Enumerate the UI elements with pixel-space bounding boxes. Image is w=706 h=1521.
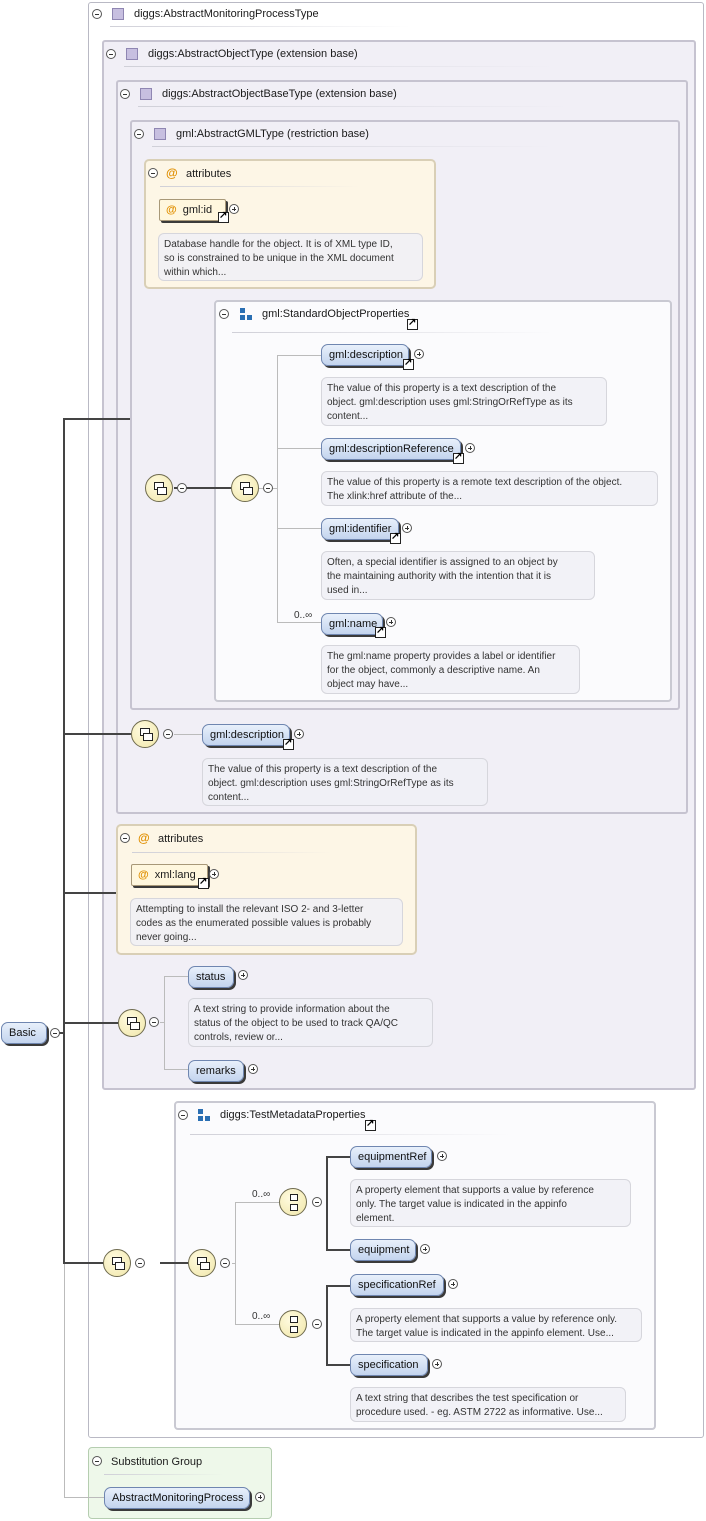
expand-icon[interactable] [386, 617, 396, 627]
root-element-basic[interactable]: Basic [1, 1022, 47, 1044]
gml-name-doc: The gml:name property provides a label o… [321, 645, 580, 694]
gml-description-doc: The value of this property is a text des… [321, 377, 607, 426]
attribute-icon: @ [166, 166, 178, 180]
sequence-compositor[interactable] [103, 1249, 131, 1277]
reference-arrow-icon[interactable] [283, 737, 294, 750]
sequence-compositor[interactable] [145, 474, 173, 502]
sequence-compositor[interactable] [131, 720, 159, 748]
expand-icon[interactable] [294, 729, 304, 739]
complex-type-icon [112, 8, 124, 20]
gml-type-title: gml:AbstractGMLType (restriction base) [176, 128, 369, 140]
group-icon [240, 308, 252, 320]
reference-arrow-icon[interactable] [375, 625, 386, 638]
collapse-choice-toggle[interactable] [312, 1197, 322, 1207]
collapse-group-toggle[interactable] [178, 1110, 188, 1120]
expand-icon[interactable] [229, 204, 239, 214]
expand-icon[interactable] [432, 1359, 442, 1369]
choice-compositor[interactable] [279, 1188, 307, 1216]
sequence-compositor[interactable] [118, 1009, 146, 1037]
collapse-substitution-toggle[interactable] [92, 1456, 102, 1466]
standard-object-properties-title: gml:StandardObjectProperties [262, 308, 410, 320]
reference-arrow-icon[interactable] [390, 531, 401, 544]
substitution-group-title: Substitution Group [111, 1456, 203, 1468]
expand-icon[interactable] [209, 869, 219, 879]
collapse-sequence-toggle[interactable] [177, 483, 187, 493]
reference-arrow-icon[interactable] [218, 210, 229, 223]
collapse-sequence-toggle[interactable] [149, 1017, 159, 1027]
base-description-doc: The value of this property is a text des… [202, 758, 488, 806]
complex-type-icon [140, 88, 152, 100]
xml-lang-doc: Attempting to install the relevant ISO 2… [130, 898, 403, 946]
choice-2-multiplicity: 0..∞ [252, 1311, 271, 1322]
object-base-type-title: diggs:AbstractObjectBaseType (extension … [162, 88, 397, 100]
attribute-gml-id[interactable]: @gml:id [159, 199, 226, 221]
collapse-sequence-toggle[interactable] [220, 1258, 230, 1268]
element-specification[interactable]: specification [350, 1354, 428, 1376]
element-base-description[interactable]: gml:description [202, 724, 290, 746]
complex-type-icon [154, 128, 166, 140]
expand-icon[interactable] [248, 1064, 258, 1074]
object-type-title: diggs:AbstractObjectType (extension base… [148, 48, 358, 60]
expand-icon[interactable] [448, 1279, 458, 1289]
attribute-icon: @ [138, 831, 150, 845]
element-gml-description[interactable]: gml:description [321, 344, 409, 366]
expand-icon[interactable] [465, 443, 475, 453]
element-status[interactable]: status [188, 966, 234, 988]
element-specification-ref[interactable]: specificationRef [350, 1274, 444, 1296]
reference-arrow-icon[interactable] [198, 876, 209, 889]
collapse-object-type-toggle[interactable] [106, 49, 116, 59]
gml-description-reference-doc: The value of this property is a remote t… [321, 471, 658, 506]
element-gml-name[interactable]: gml:name [321, 613, 383, 635]
element-remarks[interactable]: remarks [188, 1060, 244, 1082]
test-metadata-properties-title: diggs:TestMetadataProperties [220, 1109, 366, 1121]
gml-identifier-doc: Often, a special identifier is assigned … [321, 551, 595, 600]
collapse-choice-toggle[interactable] [312, 1319, 322, 1329]
group-icon [198, 1109, 210, 1121]
attribute-xml-lang[interactable]: @xml:lang [131, 864, 208, 886]
choice-1-multiplicity: 0..∞ [252, 1189, 271, 1200]
collapse-sequence-toggle[interactable] [163, 729, 173, 739]
element-equipment-ref[interactable]: equipmentRef [350, 1146, 432, 1168]
status-doc: A text string to provide information abo… [188, 998, 433, 1047]
collapse-object-base-type-toggle[interactable] [120, 89, 130, 99]
specification-doc: A text string that describes the test sp… [350, 1387, 626, 1422]
choice-compositor[interactable] [279, 1310, 307, 1338]
reference-arrow-icon[interactable] [403, 357, 414, 370]
attributes-label: attributes [186, 168, 232, 180]
gml-name-multiplicity: 0..∞ [294, 610, 313, 621]
specification-ref-doc: A property element that supports a value… [350, 1308, 642, 1342]
expand-icon[interactable] [437, 1151, 447, 1161]
collapse-type-toggle[interactable] [92, 9, 102, 19]
gml-id-doc: Database handle for the object. It is of… [158, 233, 423, 281]
element-equipment[interactable]: equipment [350, 1239, 416, 1261]
attributes-label: attributes [158, 833, 204, 845]
collapse-group-toggle[interactable] [219, 309, 229, 319]
collapse-attributes-toggle[interactable] [120, 833, 130, 843]
collapse-attributes-toggle[interactable] [148, 168, 158, 178]
sequence-compositor[interactable] [188, 1249, 216, 1277]
reference-arrow-icon[interactable] [365, 1118, 376, 1131]
substitution-element-abstract-monitoring-process[interactable]: AbstractMonitoringProcess [104, 1487, 250, 1509]
reference-arrow-icon[interactable] [407, 317, 418, 330]
complex-type-icon [126, 48, 138, 60]
collapse-sequence-toggle[interactable] [263, 483, 273, 493]
collapse-root-toggle[interactable] [50, 1028, 60, 1038]
equipment-ref-doc: A property element that supports a value… [350, 1179, 631, 1227]
element-gml-identifier[interactable]: gml:identifier [321, 518, 399, 540]
sequence-compositor[interactable] [231, 474, 259, 502]
expand-icon[interactable] [238, 970, 248, 980]
expand-icon[interactable] [255, 1492, 265, 1502]
collapse-gml-type-toggle[interactable] [134, 129, 144, 139]
reference-arrow-icon[interactable] [453, 451, 464, 464]
expand-icon[interactable] [414, 349, 424, 359]
expand-icon[interactable] [420, 1244, 430, 1254]
element-gml-description-reference[interactable]: gml:descriptionReference [321, 438, 461, 460]
expand-icon[interactable] [402, 523, 412, 533]
type-title: diggs:AbstractMonitoringProcessType [134, 8, 319, 20]
collapse-sequence-toggle[interactable] [135, 1258, 145, 1268]
